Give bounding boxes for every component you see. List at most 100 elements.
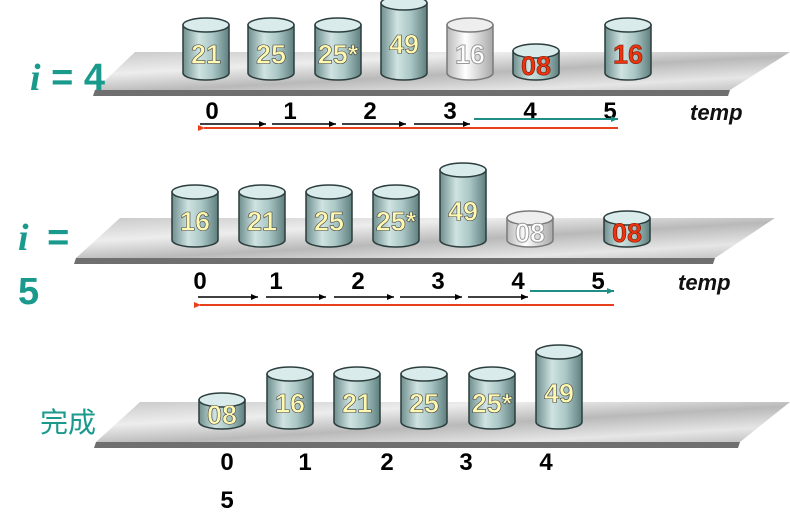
cylinder-body bbox=[333, 373, 381, 430]
cylinder-body bbox=[400, 373, 448, 430]
index-row: 0 1 2 3 4 5 bbox=[193, 268, 604, 295]
cylinder-top bbox=[535, 344, 583, 360]
cylinder-body bbox=[171, 191, 219, 248]
index-label: 5 bbox=[603, 98, 616, 125]
index-label: 4 bbox=[523, 98, 537, 125]
cylinder: 25* bbox=[372, 184, 420, 248]
cylinder-value: 08 bbox=[521, 51, 551, 81]
cylinder-top bbox=[468, 366, 516, 382]
cylinder-value: 16 bbox=[180, 206, 210, 236]
cylinder-top bbox=[238, 184, 286, 200]
cylinder-body bbox=[372, 191, 420, 248]
cylinder-top bbox=[314, 17, 362, 33]
label-var: i bbox=[18, 217, 29, 259]
index-label: 1 bbox=[269, 268, 282, 295]
temp-label: temp bbox=[678, 270, 731, 295]
cylinder-value: 21 bbox=[342, 388, 372, 418]
cylinder-top bbox=[446, 17, 494, 33]
cylinder-value: 16 bbox=[613, 39, 643, 69]
cylinder-top bbox=[400, 366, 448, 382]
index-label: 0 bbox=[193, 268, 206, 295]
cylinder: 16 bbox=[446, 17, 494, 81]
cylinder-body bbox=[468, 373, 516, 430]
cylinder-body bbox=[238, 191, 286, 248]
cylinder-body bbox=[439, 169, 487, 248]
cylinder: 21 bbox=[333, 366, 381, 430]
cylinder-value: 25 bbox=[256, 39, 286, 69]
cylinder-body bbox=[603, 217, 651, 248]
cylinder-top bbox=[604, 17, 652, 33]
cylinder-top bbox=[603, 210, 651, 226]
cylinder-row: 21 25 25* 49 16 08 16 bbox=[182, 0, 652, 81]
cylinder-top bbox=[171, 184, 219, 200]
cylinder-value: 49 bbox=[448, 197, 478, 227]
cylinder-body bbox=[506, 217, 554, 248]
cylinder-value: 49 bbox=[389, 30, 419, 60]
cylinder: 08 bbox=[198, 392, 246, 430]
index-label: 2 bbox=[351, 268, 364, 295]
step-label-value: 5 bbox=[18, 271, 39, 313]
index-label: 2 bbox=[380, 449, 393, 476]
cylinder-value: 25* bbox=[376, 206, 417, 236]
cylinder: 21 bbox=[238, 184, 286, 248]
cylinder: 49 bbox=[380, 0, 428, 81]
index-label: 4 bbox=[511, 268, 525, 295]
cylinder: 25 bbox=[400, 366, 448, 430]
label-var: i bbox=[30, 57, 41, 99]
cylinder: 25 bbox=[247, 17, 295, 81]
cylinder-value: 08 bbox=[207, 400, 237, 430]
label-eq: = 4 bbox=[51, 57, 105, 99]
cylinder-top bbox=[266, 366, 314, 382]
cylinder: 21 bbox=[182, 17, 230, 81]
cylinder-value: 16 bbox=[275, 388, 305, 418]
step-label: i = 4 bbox=[30, 57, 105, 99]
cylinder-body bbox=[314, 24, 362, 81]
index-label: 1 bbox=[283, 98, 296, 125]
cylinder-body bbox=[305, 191, 353, 248]
cylinder-top bbox=[372, 184, 420, 200]
index-label: 0 bbox=[220, 449, 233, 476]
cylinder-body bbox=[380, 2, 428, 81]
arrows bbox=[194, 288, 614, 308]
cylinder-value: 25 bbox=[409, 388, 439, 418]
cylinder-top bbox=[439, 162, 487, 178]
cylinder-body bbox=[198, 399, 246, 430]
index-label: 5 bbox=[220, 487, 233, 514]
cylinder: 16 bbox=[604, 17, 652, 81]
cylinder: 08 bbox=[512, 43, 560, 81]
step-label: i = bbox=[18, 217, 69, 259]
platform-edge bbox=[94, 442, 740, 448]
index-label: 3 bbox=[431, 268, 444, 295]
cylinder-top bbox=[305, 184, 353, 200]
cylinder-value: 49 bbox=[544, 379, 574, 409]
index-label: 2 bbox=[363, 98, 376, 125]
cylinder-top bbox=[198, 392, 246, 408]
cylinder: 25* bbox=[314, 17, 362, 81]
cylinder: 49 bbox=[439, 162, 487, 248]
cylinder-row: 08 16 21 25 25* 49 bbox=[198, 344, 583, 430]
index-label: 0 bbox=[205, 98, 218, 125]
cylinder-top bbox=[247, 17, 295, 33]
cylinder-top bbox=[506, 210, 554, 226]
cylinder-top bbox=[182, 17, 230, 33]
cylinder: 08 bbox=[603, 210, 651, 248]
cylinder-value: 08 bbox=[612, 218, 642, 248]
cylinder: 49 bbox=[535, 344, 583, 430]
cylinder-value: 25* bbox=[318, 39, 359, 69]
cylinder-value: 21 bbox=[247, 206, 277, 236]
cylinder-body bbox=[182, 24, 230, 81]
cylinder-value: 25* bbox=[472, 388, 513, 418]
step-label: 完成 bbox=[40, 407, 96, 438]
cylinder: 16 bbox=[266, 366, 314, 430]
cylinder-body bbox=[247, 24, 295, 81]
cylinder-body bbox=[604, 24, 652, 81]
cylinder: 25 bbox=[305, 184, 353, 248]
index-label: 5 bbox=[591, 268, 604, 295]
cylinder-top bbox=[380, 0, 428, 11]
